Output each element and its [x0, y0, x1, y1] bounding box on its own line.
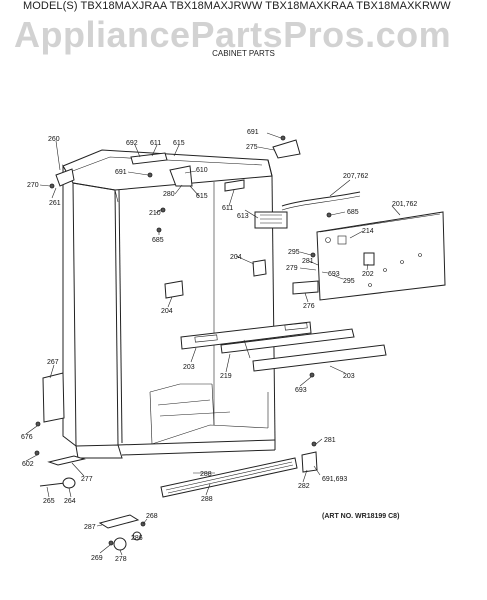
callout-label: 693: [295, 387, 307, 394]
callout-label: 204: [230, 254, 242, 261]
control-panel: [55, 139, 446, 301]
callout-label: 281: [324, 437, 336, 444]
cabinet: [42, 149, 276, 459]
callout-label: 210: [149, 210, 161, 217]
callout-label: 691,693: [322, 476, 347, 483]
callout-label: 611: [222, 205, 233, 212]
callout-label: 610: [196, 167, 208, 174]
callout-label: 615: [196, 193, 208, 200]
callout-label: 265: [43, 498, 55, 505]
callout-label: 611: [150, 140, 161, 147]
callout-label: 214: [362, 228, 374, 235]
callout-label: 691: [247, 129, 259, 136]
callout-label: 261: [49, 200, 61, 207]
callout-label: 276: [303, 303, 315, 310]
callout-label: 615: [173, 140, 185, 147]
callout-label: 207,762: [343, 173, 368, 180]
callout-label: 282: [298, 483, 310, 490]
callout-labels: 691 275 260 692 611 615 691 610 270 261 …: [21, 129, 417, 563]
callout-label: 264: [64, 498, 76, 505]
callout-label: 279: [286, 265, 298, 272]
callout-label: 676: [21, 434, 33, 441]
callout-label: 219: [220, 373, 232, 380]
watermark: AppliancePartsPros.com: [14, 14, 452, 55]
callout-label: 260: [48, 136, 60, 143]
callout-label: 269: [91, 555, 103, 562]
callout-label: 270: [27, 182, 39, 189]
hardware: [34, 135, 332, 551]
callout-label: 278: [115, 556, 127, 563]
callout-label: 286: [131, 535, 143, 542]
callout-label: 295: [343, 278, 355, 285]
callout-label: 203: [183, 364, 195, 371]
callout-label: 268: [146, 513, 158, 520]
callout-label: 267: [47, 359, 59, 366]
callout-label: 201,762: [392, 201, 417, 208]
callout-label: 613: [237, 213, 249, 220]
section-title: CABINET PARTS: [212, 49, 275, 58]
callout-label: 288: [200, 471, 212, 478]
art-number: (ART NO. WR18199 C8): [322, 513, 400, 520]
callout-label: 295: [288, 249, 300, 256]
model-numbers: MODEL(S) TBX18MAXJRAA TBX18MAXJRWW TBX18…: [23, 0, 451, 12]
callout-label: 277: [81, 476, 93, 483]
callout-label: 602: [22, 461, 34, 468]
callout-label: 204: [161, 308, 173, 315]
callout-label: 685: [152, 237, 164, 244]
callout-label: 685: [347, 209, 359, 216]
callout-label: 203: [343, 373, 355, 380]
callout-label: 280: [163, 191, 175, 198]
callout-label: 281: [302, 258, 314, 265]
callout-label: 275: [246, 144, 258, 151]
callout-label: 288: [201, 496, 213, 503]
leader-lines: [25, 132, 401, 556]
callout-label: 287: [84, 524, 96, 531]
callout-label: 691: [115, 169, 127, 176]
callout-label: 693: [328, 271, 340, 278]
callout-label: 692: [126, 140, 138, 147]
mullion-rails: [180, 321, 387, 372]
callout-label: 202: [362, 271, 374, 278]
